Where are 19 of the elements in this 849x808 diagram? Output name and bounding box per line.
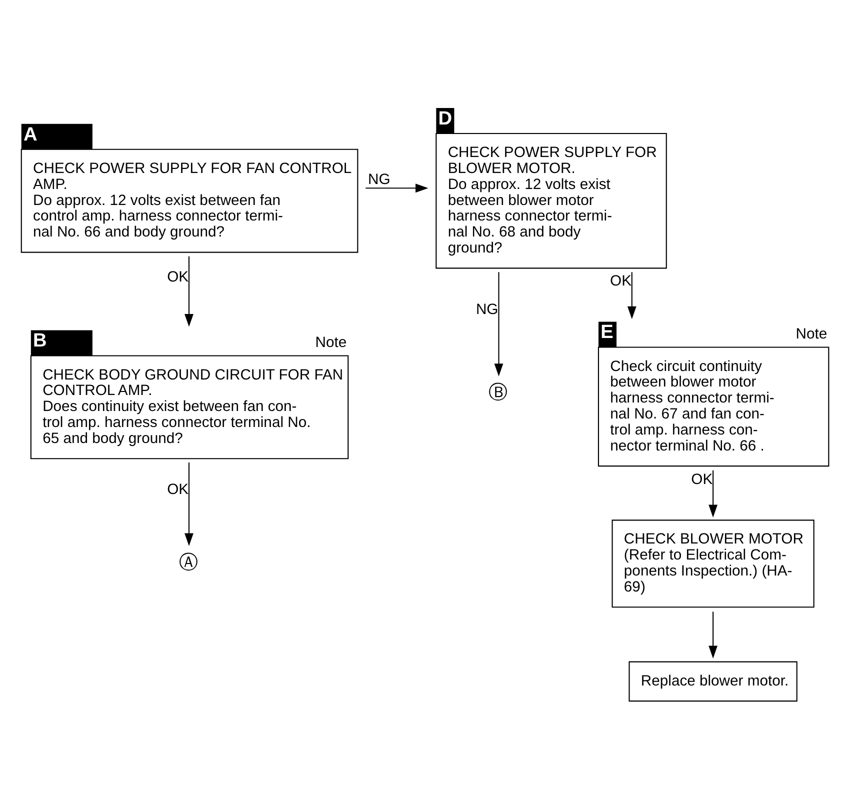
arrow [184,462,194,546]
arrow [366,184,428,193]
edge-label: NG [476,302,498,318]
arrow [708,612,718,658]
node-box: CHECK BLOWER MOTOR (Refer to Electrical Com- ponents Inspection.) (HA- 69) [612,520,814,608]
edge-label: OK [167,269,189,286]
node-label: Note [315,334,347,351]
arrow [494,272,504,376]
edge-label: OK [167,482,189,498]
node-box: Replace blower motor. [628,661,798,702]
arrow [708,470,718,518]
node-text: Ⓐ [178,552,198,574]
arrow [627,272,636,320]
edge-label: OK [610,273,632,290]
arrow [184,256,194,327]
edge-label: NG [368,172,390,188]
node-text: Ⓑ [488,382,508,404]
node-label: Note [796,326,828,342]
edge-label: OK [691,472,713,488]
